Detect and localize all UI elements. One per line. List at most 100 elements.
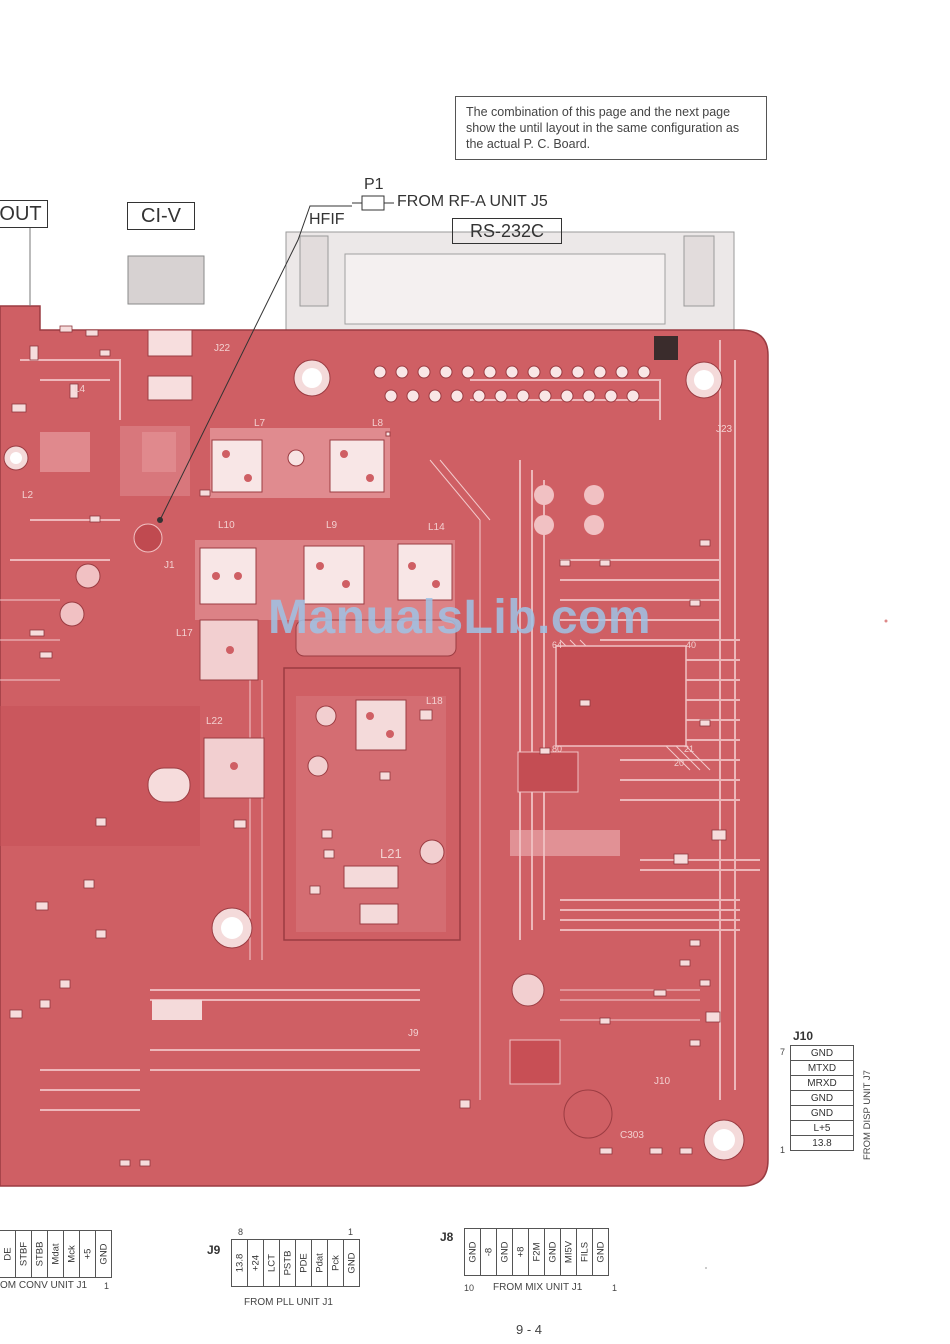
silk-pin-21: 21 (684, 744, 695, 754)
j8-pin: GND (464, 1228, 481, 1276)
hfif-leader-dot (157, 517, 163, 523)
j8-pin: F2M (529, 1228, 545, 1276)
j8-pin-strip: GND -8 GND +8 F2M GND MI5V FILS GND (464, 1228, 609, 1276)
silk-j23: J23 (716, 424, 733, 435)
j8-from-label: FROM MIX UNIT J1 (493, 1282, 583, 1293)
j9-pin: PDE (296, 1239, 312, 1287)
j10-from-label: FROM DISP UNIT J7 (862, 1070, 873, 1160)
hfif-label: HFIF (309, 211, 345, 228)
layout-note: The combination of this page and the nex… (455, 96, 767, 160)
j9-pin: Pdat (312, 1239, 328, 1287)
silk-j1: J1 (164, 560, 175, 571)
j8-pin-last: 1 (612, 1283, 618, 1293)
j8-pin: GND (545, 1228, 561, 1276)
j9-pin: +24 (248, 1239, 264, 1287)
left-conn-pin: Mck (64, 1230, 80, 1278)
rs232c-shell-right (683, 235, 715, 307)
silk-l10: L10 (218, 520, 235, 531)
smd-components (9, 325, 727, 1167)
silk-l2: L2 (22, 490, 34, 501)
stray-mark (884, 619, 888, 623)
silk-pin-20: 20 (674, 758, 685, 768)
j9-pin: Pck (328, 1239, 344, 1287)
j10-pin: MTXD (790, 1060, 854, 1076)
left-conn-pin-end: 1 (104, 1281, 110, 1291)
left-conn-pin: +5 (80, 1230, 96, 1278)
j10-title: J10 (793, 1029, 814, 1043)
ic-footprint (147, 375, 193, 401)
j10-pin: GND (790, 1105, 854, 1121)
left-conn-pin: STBB (32, 1230, 48, 1278)
ic-footprint (142, 432, 176, 472)
rs232c-plug-body (344, 253, 666, 325)
j8-pin: MI5V (561, 1228, 577, 1276)
left-conn-from-label: OM CONV UNIT J1 (0, 1280, 88, 1291)
j8-pin: +8 (513, 1228, 529, 1276)
watermark-text: ManualsLib.com (268, 591, 652, 644)
silk-l18: L18 (426, 696, 443, 707)
j10-pin-table: GND MTXD MRXD GND GND L+5 13.8 (790, 1045, 854, 1151)
mounting-holes (3, 359, 745, 1161)
ic-footprint (295, 619, 457, 657)
silk-c303: C303 (620, 1130, 644, 1141)
j9-pin: LCT (264, 1239, 280, 1287)
j10-pin: GND (790, 1090, 854, 1106)
db25-pins (373, 365, 651, 403)
ic-footprint (509, 1039, 561, 1085)
j8-pin: GND (497, 1228, 513, 1276)
civ-jack-housing (127, 255, 205, 305)
silk-l9: L9 (326, 520, 338, 531)
j10-pin: MRXD (790, 1075, 854, 1091)
j10-pin: 13.8 (790, 1135, 854, 1151)
ic-footprint (343, 865, 399, 889)
silk-j22: J22 (214, 343, 231, 354)
ic-footprint (40, 432, 90, 472)
ic-footprint (147, 329, 193, 357)
j9-title: J9 (207, 1243, 221, 1257)
p1-connector-symbol (361, 195, 385, 211)
coil-footprints (199, 431, 453, 605)
left-conn-pin: GND (96, 1230, 112, 1278)
j10-pin: L+5 (790, 1120, 854, 1136)
out-label-box: OUT (0, 200, 48, 228)
j8-pin-first: 10 (464, 1283, 475, 1293)
silk-l14: L14 (428, 522, 445, 533)
civ-label-box: CI-V (127, 202, 195, 230)
silk-l17: L17 (176, 628, 193, 639)
silk-pin-64: 64 (552, 640, 563, 650)
left-conn-pin: Mdat (48, 1230, 64, 1278)
silk-j9: J9 (408, 1028, 419, 1039)
j9-pin: 13.8 (231, 1239, 248, 1287)
j8-pin: GND (593, 1228, 609, 1276)
silk-j10: J10 (654, 1076, 671, 1087)
silk-l21: L21 (380, 846, 402, 861)
board-region (283, 667, 461, 941)
j8-pin: -8 (481, 1228, 497, 1276)
left-conn-pin: DE (0, 1230, 16, 1278)
j9-pin: PSTB (280, 1239, 296, 1287)
p1-label: P1 (364, 176, 384, 193)
ic-footprint (147, 767, 191, 803)
j10-pin-last: 1 (780, 1145, 786, 1155)
rs232c-shell-left (299, 235, 329, 307)
silk-l8: L8 (372, 418, 384, 429)
coil-pins (212, 450, 440, 770)
j9-pin: GND (344, 1239, 360, 1287)
hfif-leader-line (159, 205, 352, 521)
j8-pin: FILS (577, 1228, 593, 1276)
left-conn-pin-strip: DE STBF STBB Mdat Mck +5 GND (0, 1230, 112, 1278)
j9-pin-strip: 13.8 +24 LCT PSTB PDE Pdat Pck GND (231, 1239, 360, 1287)
ic-footprint (555, 645, 687, 747)
stray-mark (705, 1267, 707, 1269)
j9-pin-last: 1 (348, 1227, 354, 1237)
note-line: The combination of this page and the nex… (466, 105, 731, 119)
silk-l7: L7 (254, 418, 266, 429)
left-conn-pin: STBF (16, 1230, 32, 1278)
note-line: the actual P. C. Board. (466, 137, 591, 151)
silk-pin-80: 80 (552, 744, 563, 754)
page-number: 9 - 4 (516, 1322, 543, 1337)
note-line: show the until layout in the same config… (466, 121, 740, 135)
silk-l4: L4 (74, 384, 86, 395)
j10-pin: GND (790, 1045, 854, 1061)
